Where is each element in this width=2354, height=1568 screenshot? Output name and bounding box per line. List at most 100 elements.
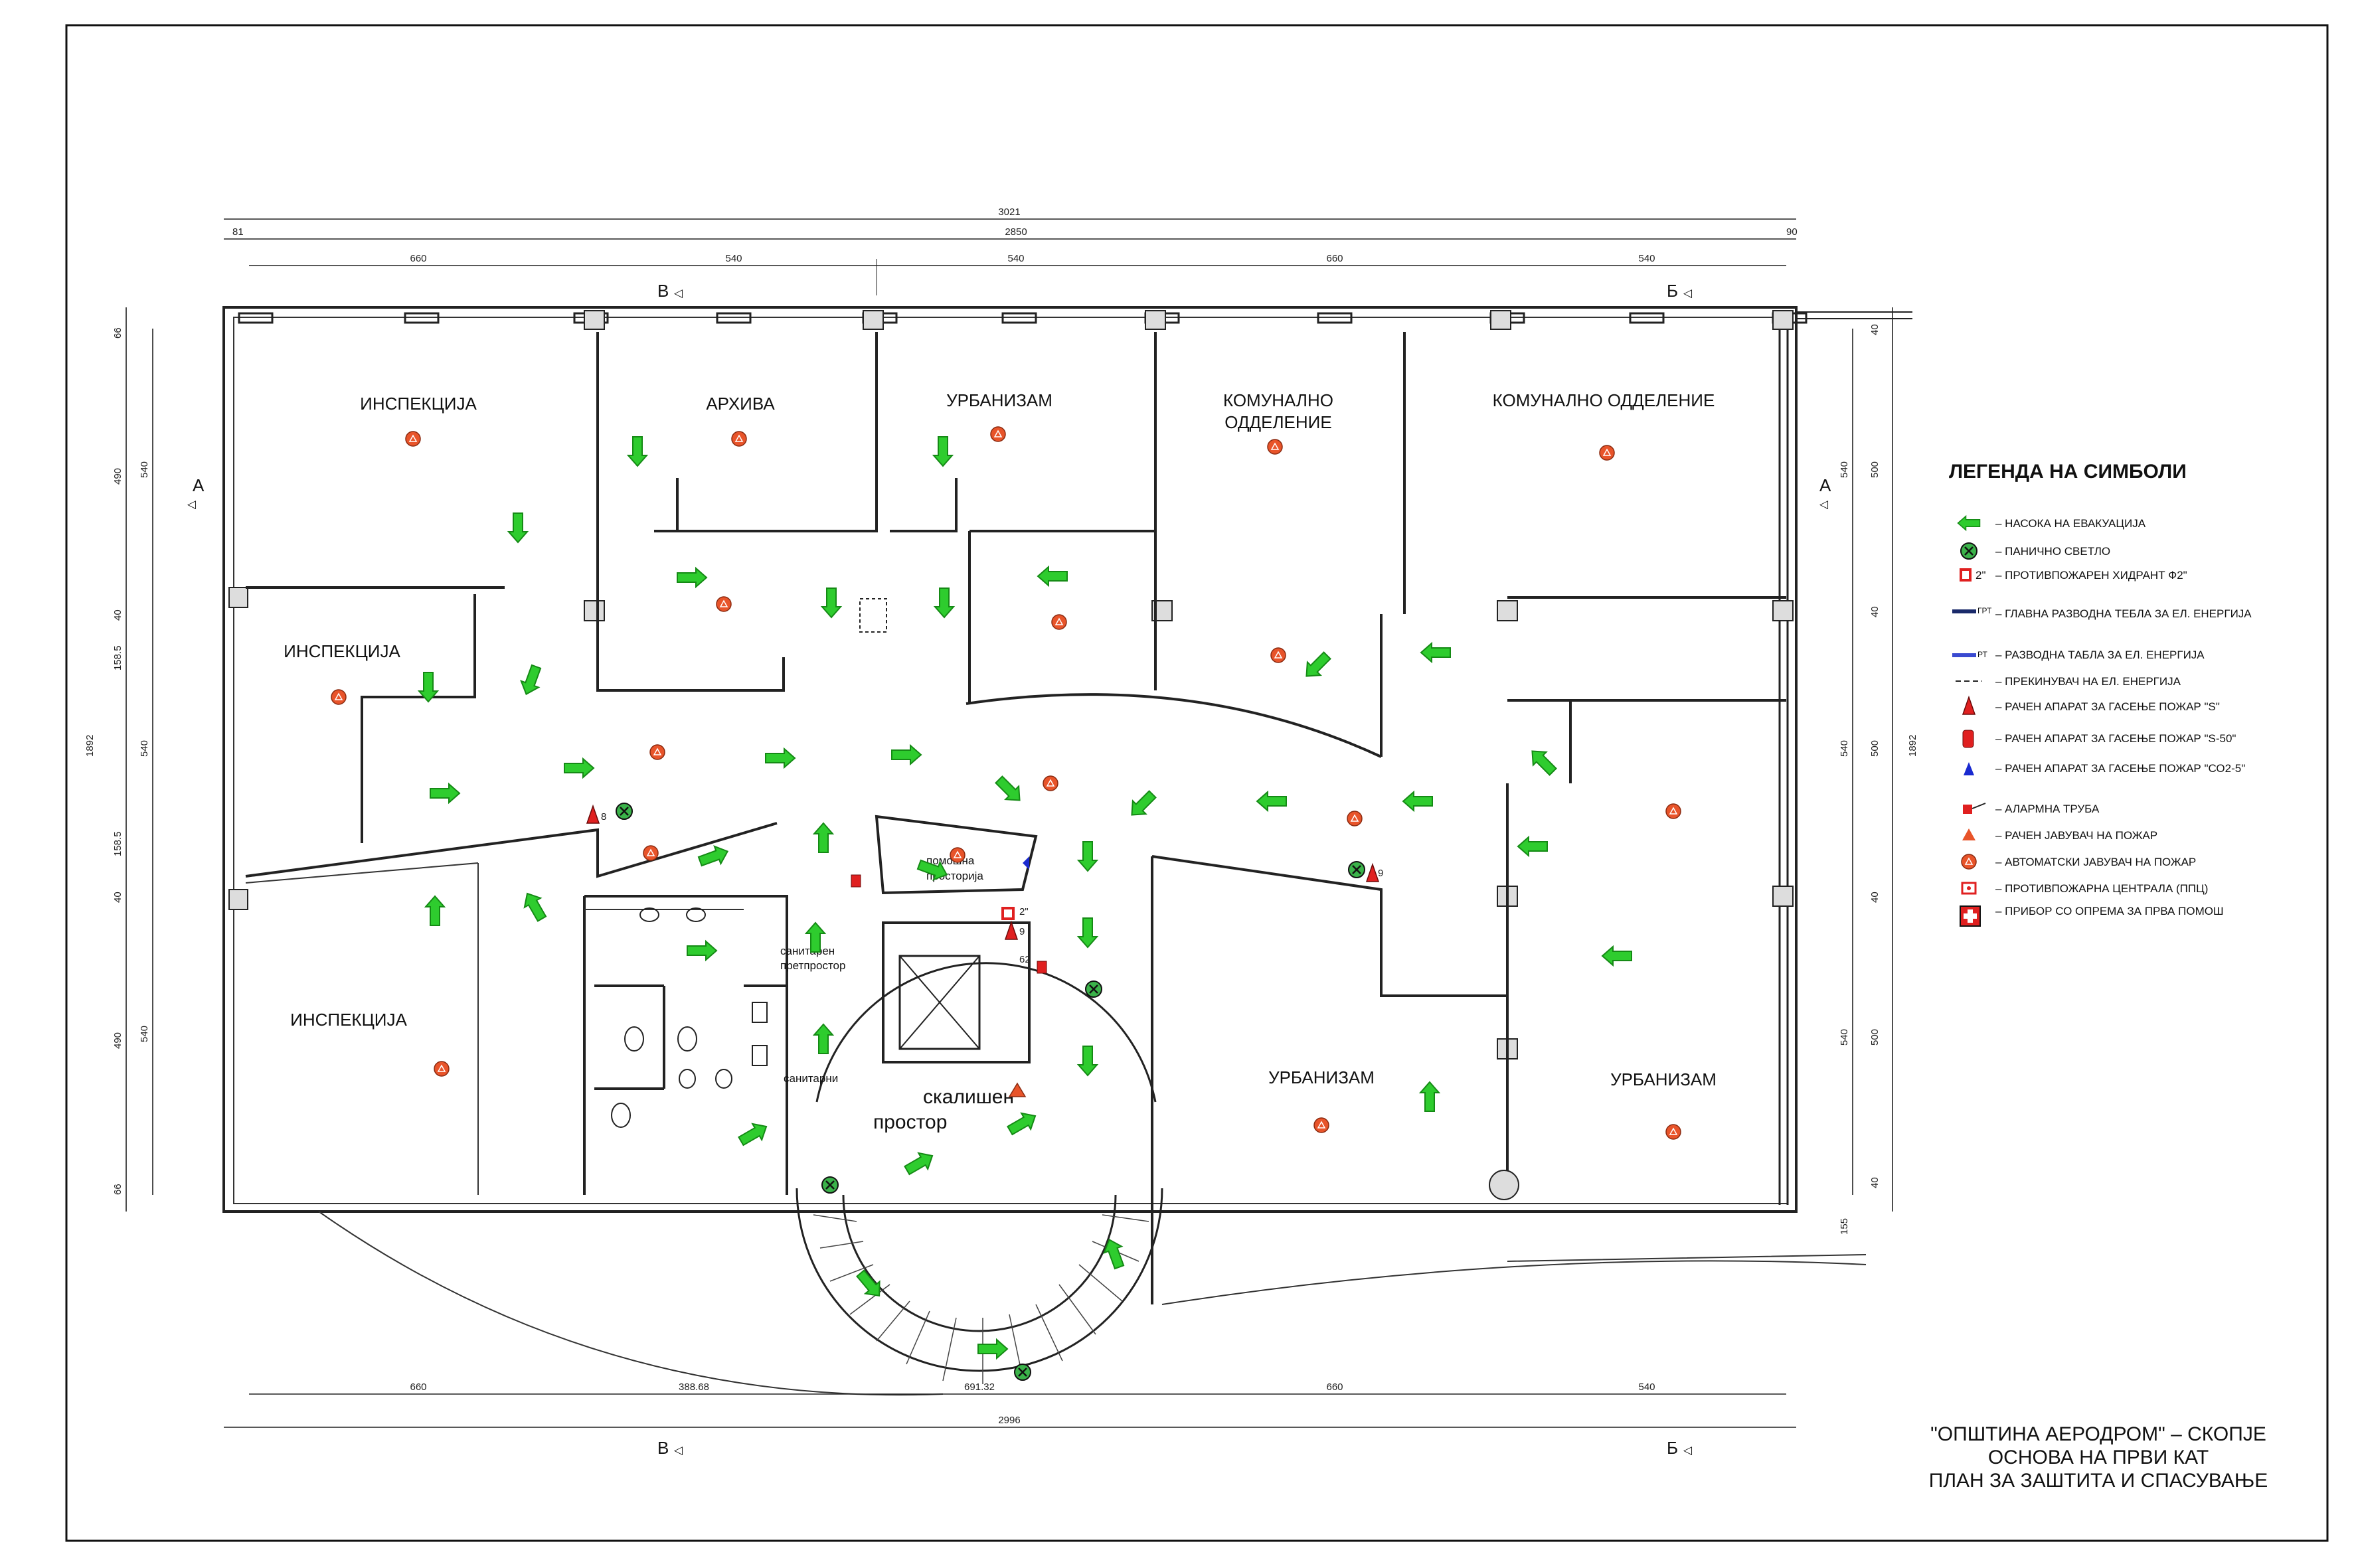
legend-item-11: – АВТОМАТСКИ ЈАВУВАЧ НА ПОЖАР xyxy=(1995,856,2196,868)
dim-bottom-2: 691.32 xyxy=(964,1381,995,1393)
dim-right-outer-4: 40 xyxy=(1869,892,1881,903)
svg-text:◁: ◁ xyxy=(1683,287,1693,299)
legend-title: ЛЕГЕНДА НА СИМБОЛИ xyxy=(1949,461,2187,483)
dim-top-sub-right: 90 xyxy=(1786,226,1798,238)
room-staircase-b: простор xyxy=(873,1111,947,1133)
svg-text:◁: ◁ xyxy=(1683,1444,1693,1456)
room-inspection-1: ИНСПЕКЦИЈА xyxy=(360,394,477,414)
dim-misc-62: 62 xyxy=(1019,954,1031,965)
legend-item-6: – РАЧЕН АПАРАТ ЗА ГАСЕЊЕ ПОЖАР "S" xyxy=(1995,700,2220,713)
room-staircase-a: скалишен xyxy=(923,1086,1014,1108)
svg-text:◁: ◁ xyxy=(187,498,197,510)
legend-item-0: – НАСОКА НА ЕВАКУАЦИЈА xyxy=(1995,517,2146,530)
dim-right-outer-2: 40 xyxy=(1869,606,1881,617)
dim-top-total: 3021 xyxy=(998,206,1020,218)
legend-icon-automatic-detector xyxy=(1961,854,1977,870)
room-labels: ИНСПЕКЦИЈА АРХИВА УРБАНИЗАМ КОМУНАЛНО ОД… xyxy=(284,390,1717,1133)
dim-right-outer-3: 500 xyxy=(1869,740,1881,757)
dim-right-outer-6: 40 xyxy=(1869,1177,1881,1188)
legend-item-3: – ГЛАВНА РАЗВОДНА ТЕБЛА ЗА ЕЛ. ЕНЕРГИЈА xyxy=(1995,607,2252,620)
dim-right-inner-0: 540 xyxy=(1839,461,1850,478)
title-block: "ОПШТИНА АЕРОДРОМ" – СКОПЈЕ ОСНОВА НА ПР… xyxy=(1929,1423,2268,1492)
dim-right-outer-5: 500 xyxy=(1869,1029,1881,1046)
dim-bottom-4: 540 xyxy=(1638,1381,1655,1393)
dim-top-sub-left: 81 xyxy=(232,226,244,238)
legend-icon-main-panel xyxy=(1952,609,1976,613)
section-mark-b-bottom: Б xyxy=(1667,1438,1678,1458)
legend-icon-alarm-horn xyxy=(1963,803,1986,814)
dim-left-inner-5: 490 xyxy=(112,1032,124,1049)
legend-item-13: – ПРИБОР СО ОПРЕМА ЗА ПРВА ПОМОШ xyxy=(1995,905,2224,917)
legend-item-1: – ПАНИЧНО СВЕТЛО xyxy=(1995,545,2110,558)
legend-item-9: – АЛАРМНА ТРУБА xyxy=(1995,803,2100,815)
legend-icon-manual-call-point xyxy=(1962,828,1976,840)
svg-text:◁: ◁ xyxy=(1819,498,1829,510)
dim-left-outer-4: 66 xyxy=(112,1184,124,1195)
section-mark-a-left: А xyxy=(193,475,205,495)
dim-right-outer-0: 40 xyxy=(1869,324,1881,335)
title-line-3: ПЛАН ЗА ЗАШТИТА И СПАСУВАЊЕ xyxy=(1929,1470,2268,1492)
svg-text:◁: ◁ xyxy=(674,287,683,299)
room-inspection-2: ИНСПЕКЦИЈА xyxy=(284,641,400,661)
room-archive: АРХИВА xyxy=(706,394,775,414)
title-line-1: "ОПШТИНА АЕРОДРОМ" – СКОПЈЕ xyxy=(1930,1423,2266,1445)
legend-icon-first-aid xyxy=(1960,905,1981,927)
dim-left-inner-4: 40 xyxy=(112,892,124,903)
dim-left-outer-3: 540 xyxy=(139,1026,150,1042)
dim-right-total: 1892 xyxy=(1907,735,1918,757)
sheet-frame xyxy=(65,24,2329,1542)
room-communal-1b: ОДДЕЛЕНИЕ xyxy=(1224,412,1331,432)
room-urbanism-3: УРБАНИЗАМ xyxy=(1610,1069,1717,1089)
dim-top-2: 540 xyxy=(1007,253,1024,264)
dim-bottom-0: 660 xyxy=(410,1381,426,1393)
dim-right-outer-1: 500 xyxy=(1869,461,1881,478)
legend-icon-evacuation xyxy=(1957,515,1981,531)
dim-right-inner-3: 155 xyxy=(1839,1218,1850,1235)
section-mark-v-top: В xyxy=(657,281,669,301)
dim-right-inner-1: 540 xyxy=(1839,740,1850,757)
legend-item-3-prefix: ГРТ xyxy=(1977,606,1992,615)
dim-bottom-1: 388.68 xyxy=(679,1381,709,1393)
dim-left-inner-0: 490 xyxy=(112,468,124,485)
room-communal-2: КОМУНАЛНО ОДДЕЛЕНИЕ xyxy=(1493,390,1715,410)
legend-item-12: – ПРОТИВПОЖАРНА ЦЕНТРАЛА (ППЦ) xyxy=(1995,882,2208,895)
dim-top-0: 660 xyxy=(410,253,426,264)
legend-icon-fire-central xyxy=(1961,882,1977,895)
legend-item-7: – РАЧЕН АПАРАТ ЗА ГАСЕЊЕ ПОЖАР "S-50" xyxy=(1995,732,2236,745)
dim-bottom-total: 2996 xyxy=(998,1415,1020,1426)
section-marks: А ◁ А ◁ В ◁ Б ◁ В ◁ Б ◁ xyxy=(187,281,1831,1458)
building-walls xyxy=(222,306,1912,1396)
dim-left-total: 1892 xyxy=(84,735,96,757)
room-sanitary-pre-a: санитарен xyxy=(780,945,835,957)
stair-treads xyxy=(813,1214,1149,1384)
legend-item-4-prefix: РТ xyxy=(1977,650,1987,659)
dim-misc-hydrant: 2" xyxy=(1019,906,1029,917)
legend-item-2-prefix: 2" xyxy=(1976,569,1986,582)
legend-item-8: – РАЧЕН АПАРАТ ЗА ГАСЕЊЕ ПОЖАР "СО2-5" xyxy=(1995,762,2245,775)
section-mark-v-bottom: В xyxy=(657,1438,669,1458)
dim-top-1: 540 xyxy=(725,253,742,264)
legend-icon-extinguisher-s50 xyxy=(1962,730,1974,748)
dim-bottom-3: 660 xyxy=(1326,1381,1343,1393)
dimension-lines xyxy=(126,218,1893,1428)
title-line-2: ОСНОВА НА ПРВИ КАТ xyxy=(1988,1447,2209,1468)
room-sanitary-pre-b: претпростор xyxy=(780,959,845,972)
dim-left-outer-2: 540 xyxy=(139,740,150,757)
dim-misc-9a: 9 xyxy=(1019,926,1025,937)
dim-top-4: 540 xyxy=(1638,253,1655,264)
legend-icon-extinguisher-s xyxy=(1962,696,1976,715)
legend-item-4: – РАЗВОДНА ТАБЛА ЗА ЕЛ. ЕНЕРГИЈА xyxy=(1995,649,2205,661)
sanitary-fixtures xyxy=(611,907,768,1128)
dim-left-outer-1: 540 xyxy=(139,461,150,478)
dim-left-inner-2: 158.5 xyxy=(112,645,124,670)
dim-right-inner-2: 540 xyxy=(1839,1029,1850,1046)
dim-top-3: 660 xyxy=(1326,253,1343,264)
legend-icon-panel xyxy=(1952,653,1976,657)
room-inspection-3: ИНСПЕКЦИЈА xyxy=(290,1010,407,1030)
dim-misc-8: 8 xyxy=(601,811,606,823)
legend-item-2: – ПРОТИВПОЖАРЕН ХИДРАНТ Ф2" xyxy=(1995,569,2187,582)
legend-icon-extinguisher-co2 xyxy=(1964,762,1974,775)
svg-text:◁: ◁ xyxy=(674,1444,683,1456)
section-mark-b-top: Б xyxy=(1667,281,1678,301)
legend-icon-hydrant xyxy=(1960,568,1972,582)
